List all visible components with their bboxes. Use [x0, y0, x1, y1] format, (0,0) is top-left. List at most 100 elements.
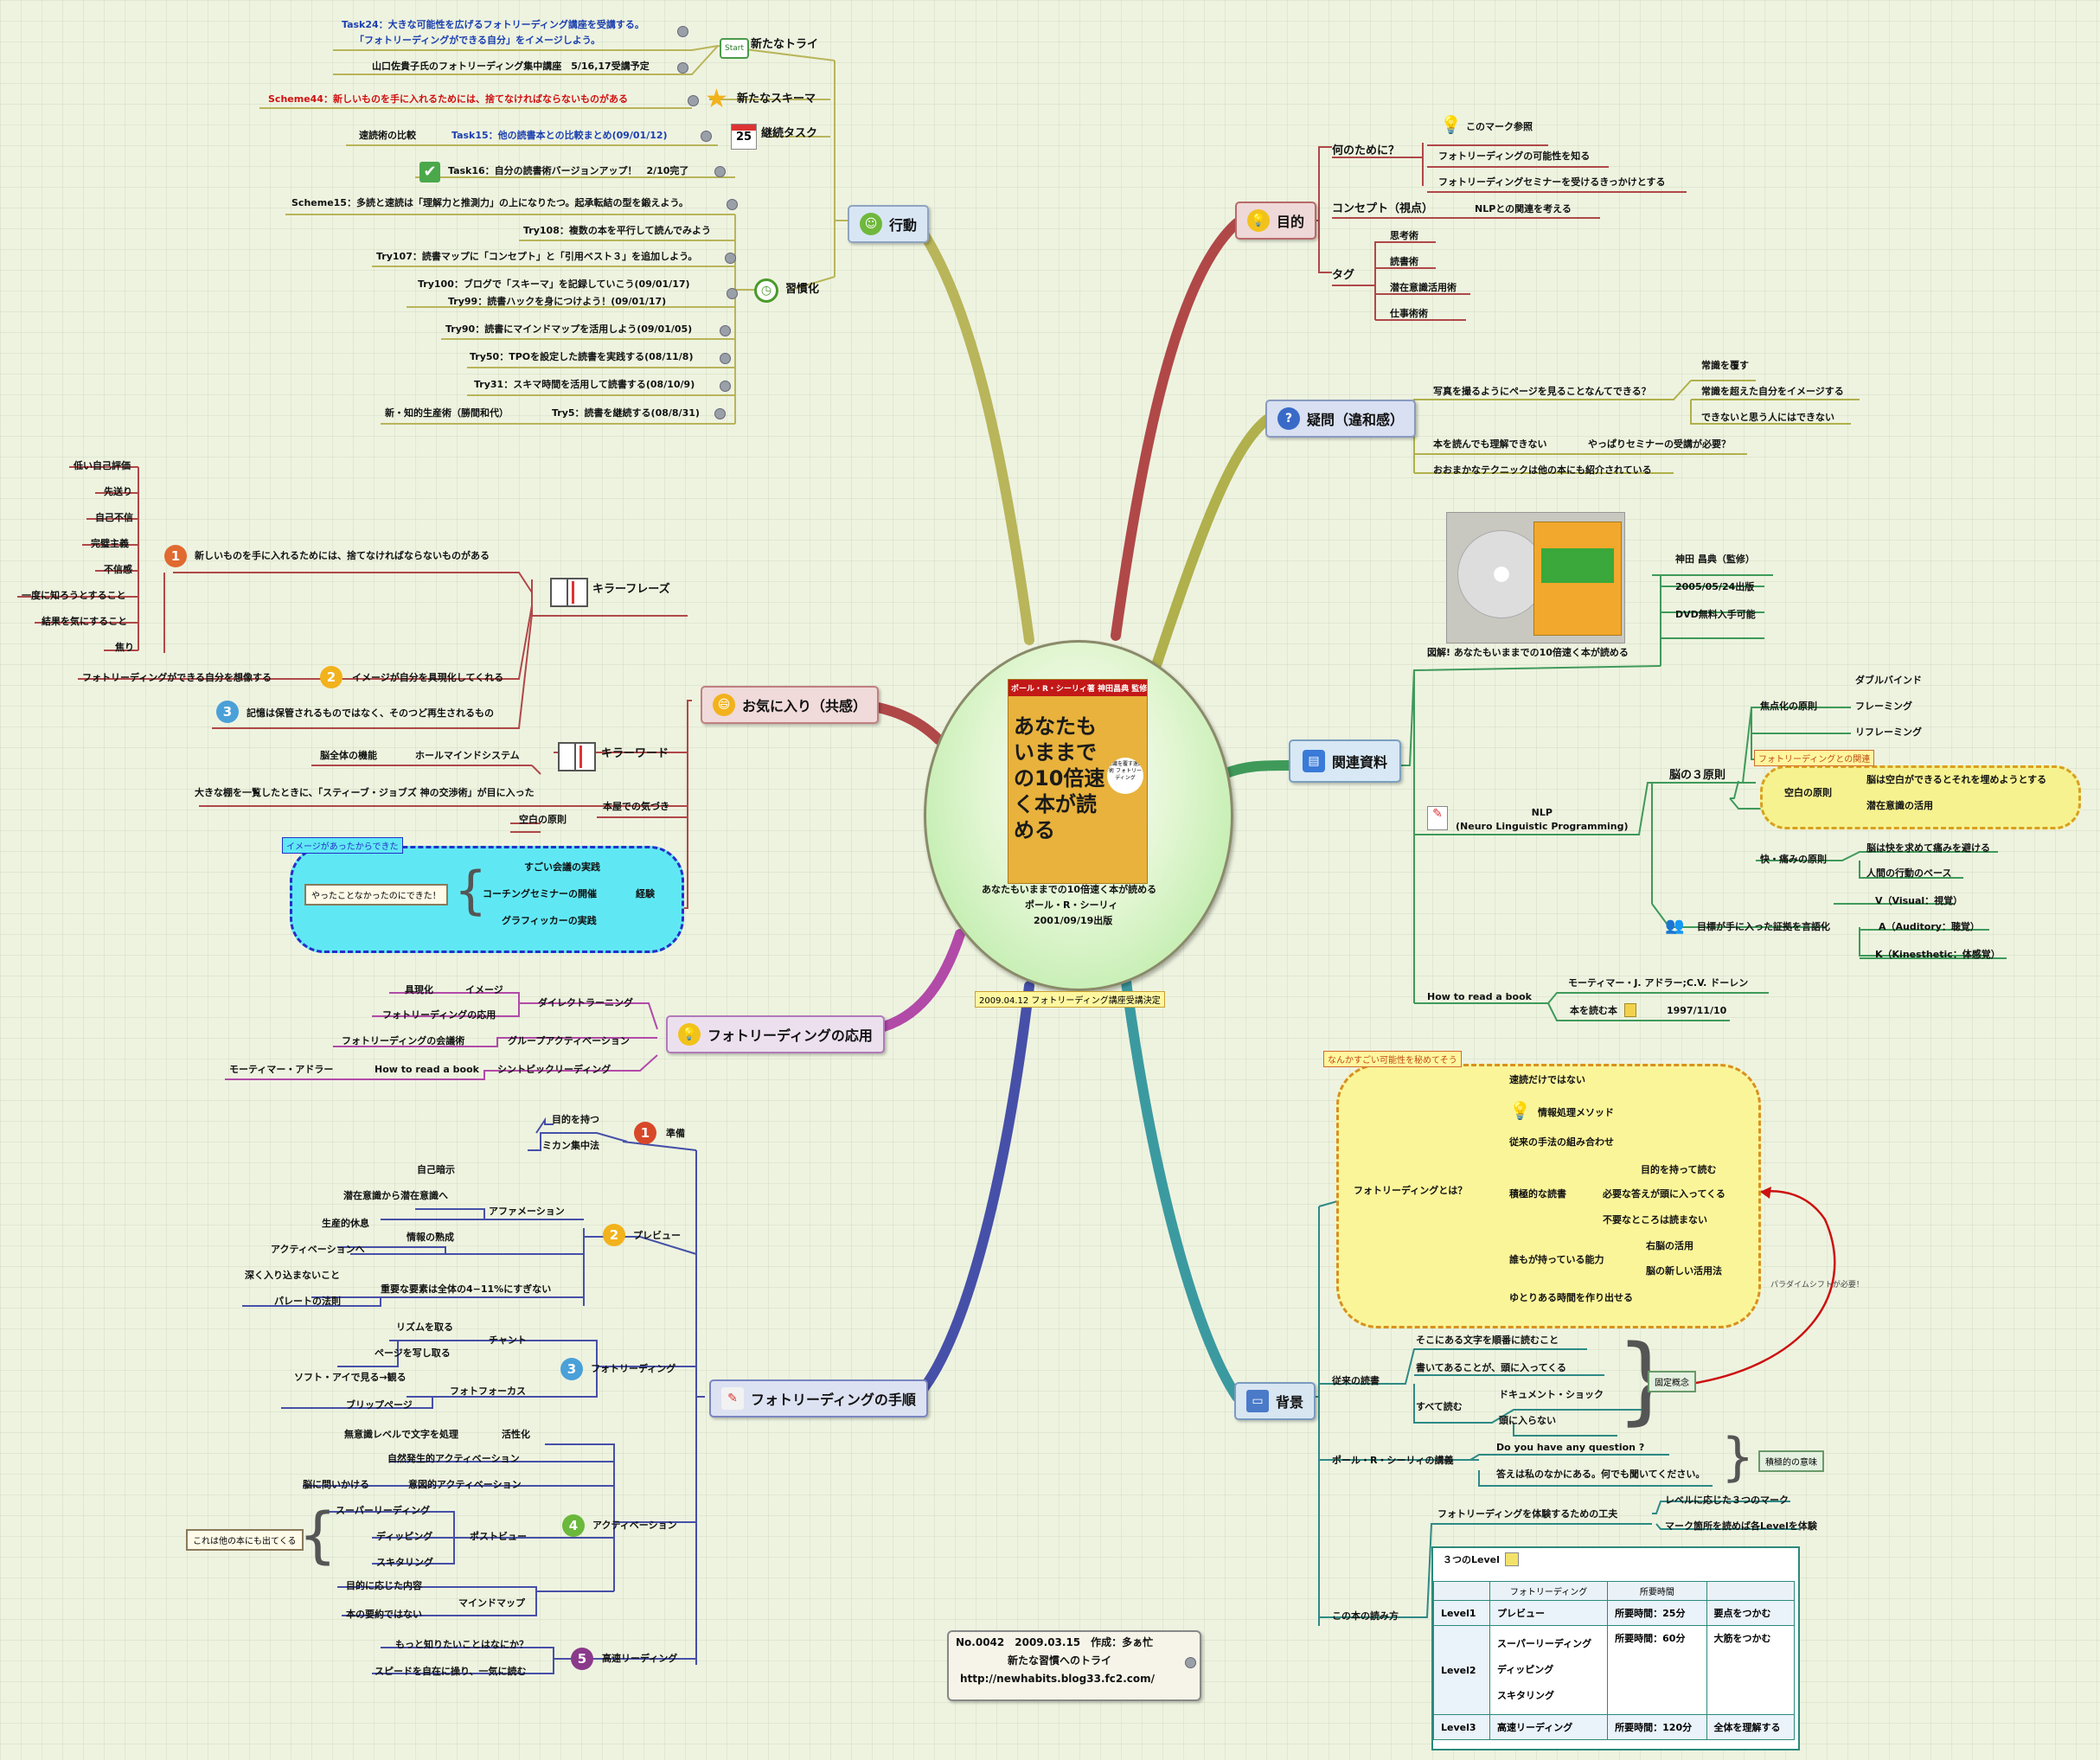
notebook-icon: [558, 742, 596, 771]
levels-header-cell: [1433, 1581, 1490, 1601]
footer-note-icon[interactable]: [1185, 1657, 1196, 1668]
purpose-why-item-3: フォトリーディングセミナーを受けるきっかけとする: [1438, 176, 1666, 188]
note-icon[interactable]: [725, 253, 736, 264]
key-elements-item-1: 深く入り込まないこと: [245, 1270, 340, 1281]
killer-word-item: ホールマインドシステム: [415, 750, 520, 761]
what-is-photoreading[interactable]: フォトリーディングとは？: [1354, 1185, 1468, 1196]
purpose-why[interactable]: 何のために？: [1332, 144, 1400, 157]
bookstore-label[interactable]: 本屋での気づき: [603, 801, 669, 812]
seely-lecture[interactable]: ポール・R・シーリィの講義: [1332, 1455, 1454, 1466]
howto-question: フォトリーディングを体験するための工夫: [1437, 1508, 1618, 1520]
continuing-label[interactable]: 継続タスク: [761, 127, 818, 140]
note-icon[interactable]: [714, 166, 726, 177]
note-icon[interactable]: [720, 353, 731, 364]
note-icon[interactable]: [701, 131, 712, 142]
step5-label[interactable]: 高速リーディング: [602, 1653, 678, 1664]
purpose-tag-item-4: 仕事術術: [1390, 308, 1428, 319]
goal-item-1: V（Visual：視覚）: [1875, 895, 1963, 906]
activation-item-1: 自然発生的アクティベーション: [387, 1453, 520, 1464]
calendar-icon: 25: [731, 124, 757, 150]
habit-label[interactable]: 習慣化: [785, 283, 820, 296]
doubt-q1[interactable]: 写真を撮るようにページを見ることなんてできる？: [1433, 386, 1651, 397]
doubt-q2[interactable]: 本を読んでも理解できない: [1433, 438, 1547, 450]
phrase-1-item-6: 一度に知ろうとすること: [22, 590, 126, 601]
step3-label[interactable]: フォトリーディング: [591, 1363, 676, 1374]
note-icon[interactable]: [677, 62, 688, 74]
affirmation-item-1: 自己暗示: [417, 1164, 455, 1175]
note-icon[interactable]: [677, 26, 688, 37]
step2-label[interactable]: プレビュー: [633, 1230, 681, 1241]
phrase-1-item-1: 低い自己評価: [74, 460, 131, 471]
conventional-item-2: 書いてあることが、頭に入ってくる: [1416, 1362, 1567, 1373]
doubt-q2-item: やっぱりセミナーの受講が必要？: [1588, 438, 1731, 450]
topic-background-label: 背景: [1276, 1394, 1304, 1411]
doubt-q3[interactable]: おおまかなテクニックは他の本にも紹介されている: [1433, 464, 1652, 476]
how-to-read[interactable]: How to read a book: [1427, 991, 1532, 1002]
habit-item-6: Try90：読書にマインドマップを活用しよう(09/01/05): [445, 323, 693, 335]
info-ripening-item-2: アクティベーションへ: [271, 1244, 365, 1255]
killer-word-label[interactable]: キラーワード: [601, 747, 669, 760]
paradigm-note: パラダイムシフトが必要！: [1770, 1281, 1864, 1290]
note-icon[interactable]: [720, 381, 731, 392]
killer-word-left: 脳全体の機能: [320, 750, 377, 761]
note-icon[interactable]: [688, 95, 699, 106]
experience-label[interactable]: 経験: [636, 888, 655, 899]
note-icon[interactable]: [727, 199, 738, 210]
habit-item-4: Try100：ブログで「スキーマ」を記録していこう(09/01/17): [418, 278, 690, 290]
brain-principles[interactable]: 脳の３原則: [1669, 769, 1726, 782]
app-syntopic[interactable]: シントピックリーディング: [497, 1064, 611, 1075]
center-caption-line1: あなたもいままでの10倍速く本が読める: [982, 884, 1157, 895]
note-icon: [1624, 1003, 1636, 1017]
note-icon[interactable]: [727, 288, 738, 299]
purpose-tag-item-1: 思考術: [1390, 230, 1418, 241]
purpose-tag[interactable]: タグ: [1332, 269, 1355, 282]
topic-favorite[interactable]: 😄 お気に入り（共感）: [701, 686, 880, 724]
new-try-label[interactable]: 新たなトライ: [751, 38, 819, 51]
level-name: Level2: [1433, 1625, 1490, 1715]
pleasure-principle: 快・痛みの原則: [1760, 854, 1827, 865]
dvd-title[interactable]: 図解! あなたもいままでの10倍速く本が読める: [1427, 647, 1629, 658]
strategic-meaning: 積極的の意味: [1758, 1450, 1824, 1472]
conventional-item-1: そこにある文字を順番に読むこと: [1416, 1334, 1559, 1346]
killer-phrase-label[interactable]: キラーフレーズ: [592, 583, 670, 596]
topic-procedure[interactable]: ✎ フォトリーディングの手順: [709, 1379, 928, 1418]
conventional-reading[interactable]: 従来の読書: [1332, 1375, 1380, 1386]
app-direct-left: 具現化: [405, 984, 433, 995]
notebook-icon: [550, 578, 588, 607]
note-icon[interactable]: [720, 325, 731, 336]
topic-action[interactable]: ☺ 行動: [848, 205, 930, 243]
topic-application[interactable]: 💡 フォトリーディングの応用: [666, 1015, 885, 1053]
active-reading: 積極的な読書: [1509, 1188, 1566, 1200]
nlp-label[interactable]: NLP (Neuro Linguistic Programming): [1456, 806, 1629, 834]
blank-principle: 空白の原則: [1784, 787, 1832, 798]
purpose-tag-item-2: 読書術: [1390, 256, 1418, 267]
read-all: すべて読む: [1416, 1401, 1463, 1412]
calendar-day: 25: [735, 131, 752, 144]
photofocus-item-1: ソフト・アイで見る→観る: [294, 1372, 407, 1383]
level-goal: 全体を理解する: [1706, 1714, 1796, 1740]
topic-related[interactable]: ▤ 関連資料: [1289, 739, 1402, 783]
topic-purpose[interactable]: 💡 目的: [1235, 202, 1317, 240]
how-to-read-this-book[interactable]: この本の読み方: [1332, 1610, 1399, 1622]
app-group[interactable]: グループアクティベーション: [508, 1035, 630, 1046]
phrase-1-item-4: 完璧主義: [91, 538, 129, 549]
purpose-concept[interactable]: コンセプト（視点）: [1332, 202, 1434, 215]
levels-table: フォトリーディング 所要時間 Level1 プレビュー 所要時間：25分 要点を…: [1433, 1581, 1796, 1740]
step1-label[interactable]: 準備: [666, 1128, 685, 1139]
new-schema-label[interactable]: 新たなスキーマ: [737, 93, 816, 106]
doubt-q1-item-3: できないと思う人にはできない: [1701, 412, 1834, 423]
pleasure-item-1: 脳は快を求めて痛みを避ける: [1866, 842, 1990, 854]
mindmap-item-2: 本の要約ではない: [346, 1609, 422, 1620]
step4-label[interactable]: アクティベーション: [592, 1520, 677, 1531]
habit-item-1: Scheme15：多読と速読は「理解力と推測力」の上になりたつ。起承転結の型を鍛…: [291, 197, 688, 208]
app-direct[interactable]: ダイレクトラーニング: [538, 997, 633, 1008]
lightbulb-icon: 💡: [1247, 209, 1270, 232]
topic-doubt[interactable]: ? 疑問（違和感）: [1265, 400, 1417, 438]
note-icon[interactable]: [714, 408, 726, 419]
dvd-item-3: DVD無料入手可能: [1675, 609, 1756, 620]
step5-item-1: もっと知りたいことはなにか？: [395, 1639, 528, 1650]
experience-item-2: コーチングセミナーの開催: [483, 888, 597, 899]
decision-note: 2009.04.12 フォトリーディング講座受講決定: [975, 991, 1165, 1008]
topic-background[interactable]: ▭ 背景: [1234, 1382, 1316, 1420]
activation-intent-left: 脳に問いかける: [303, 1479, 369, 1490]
